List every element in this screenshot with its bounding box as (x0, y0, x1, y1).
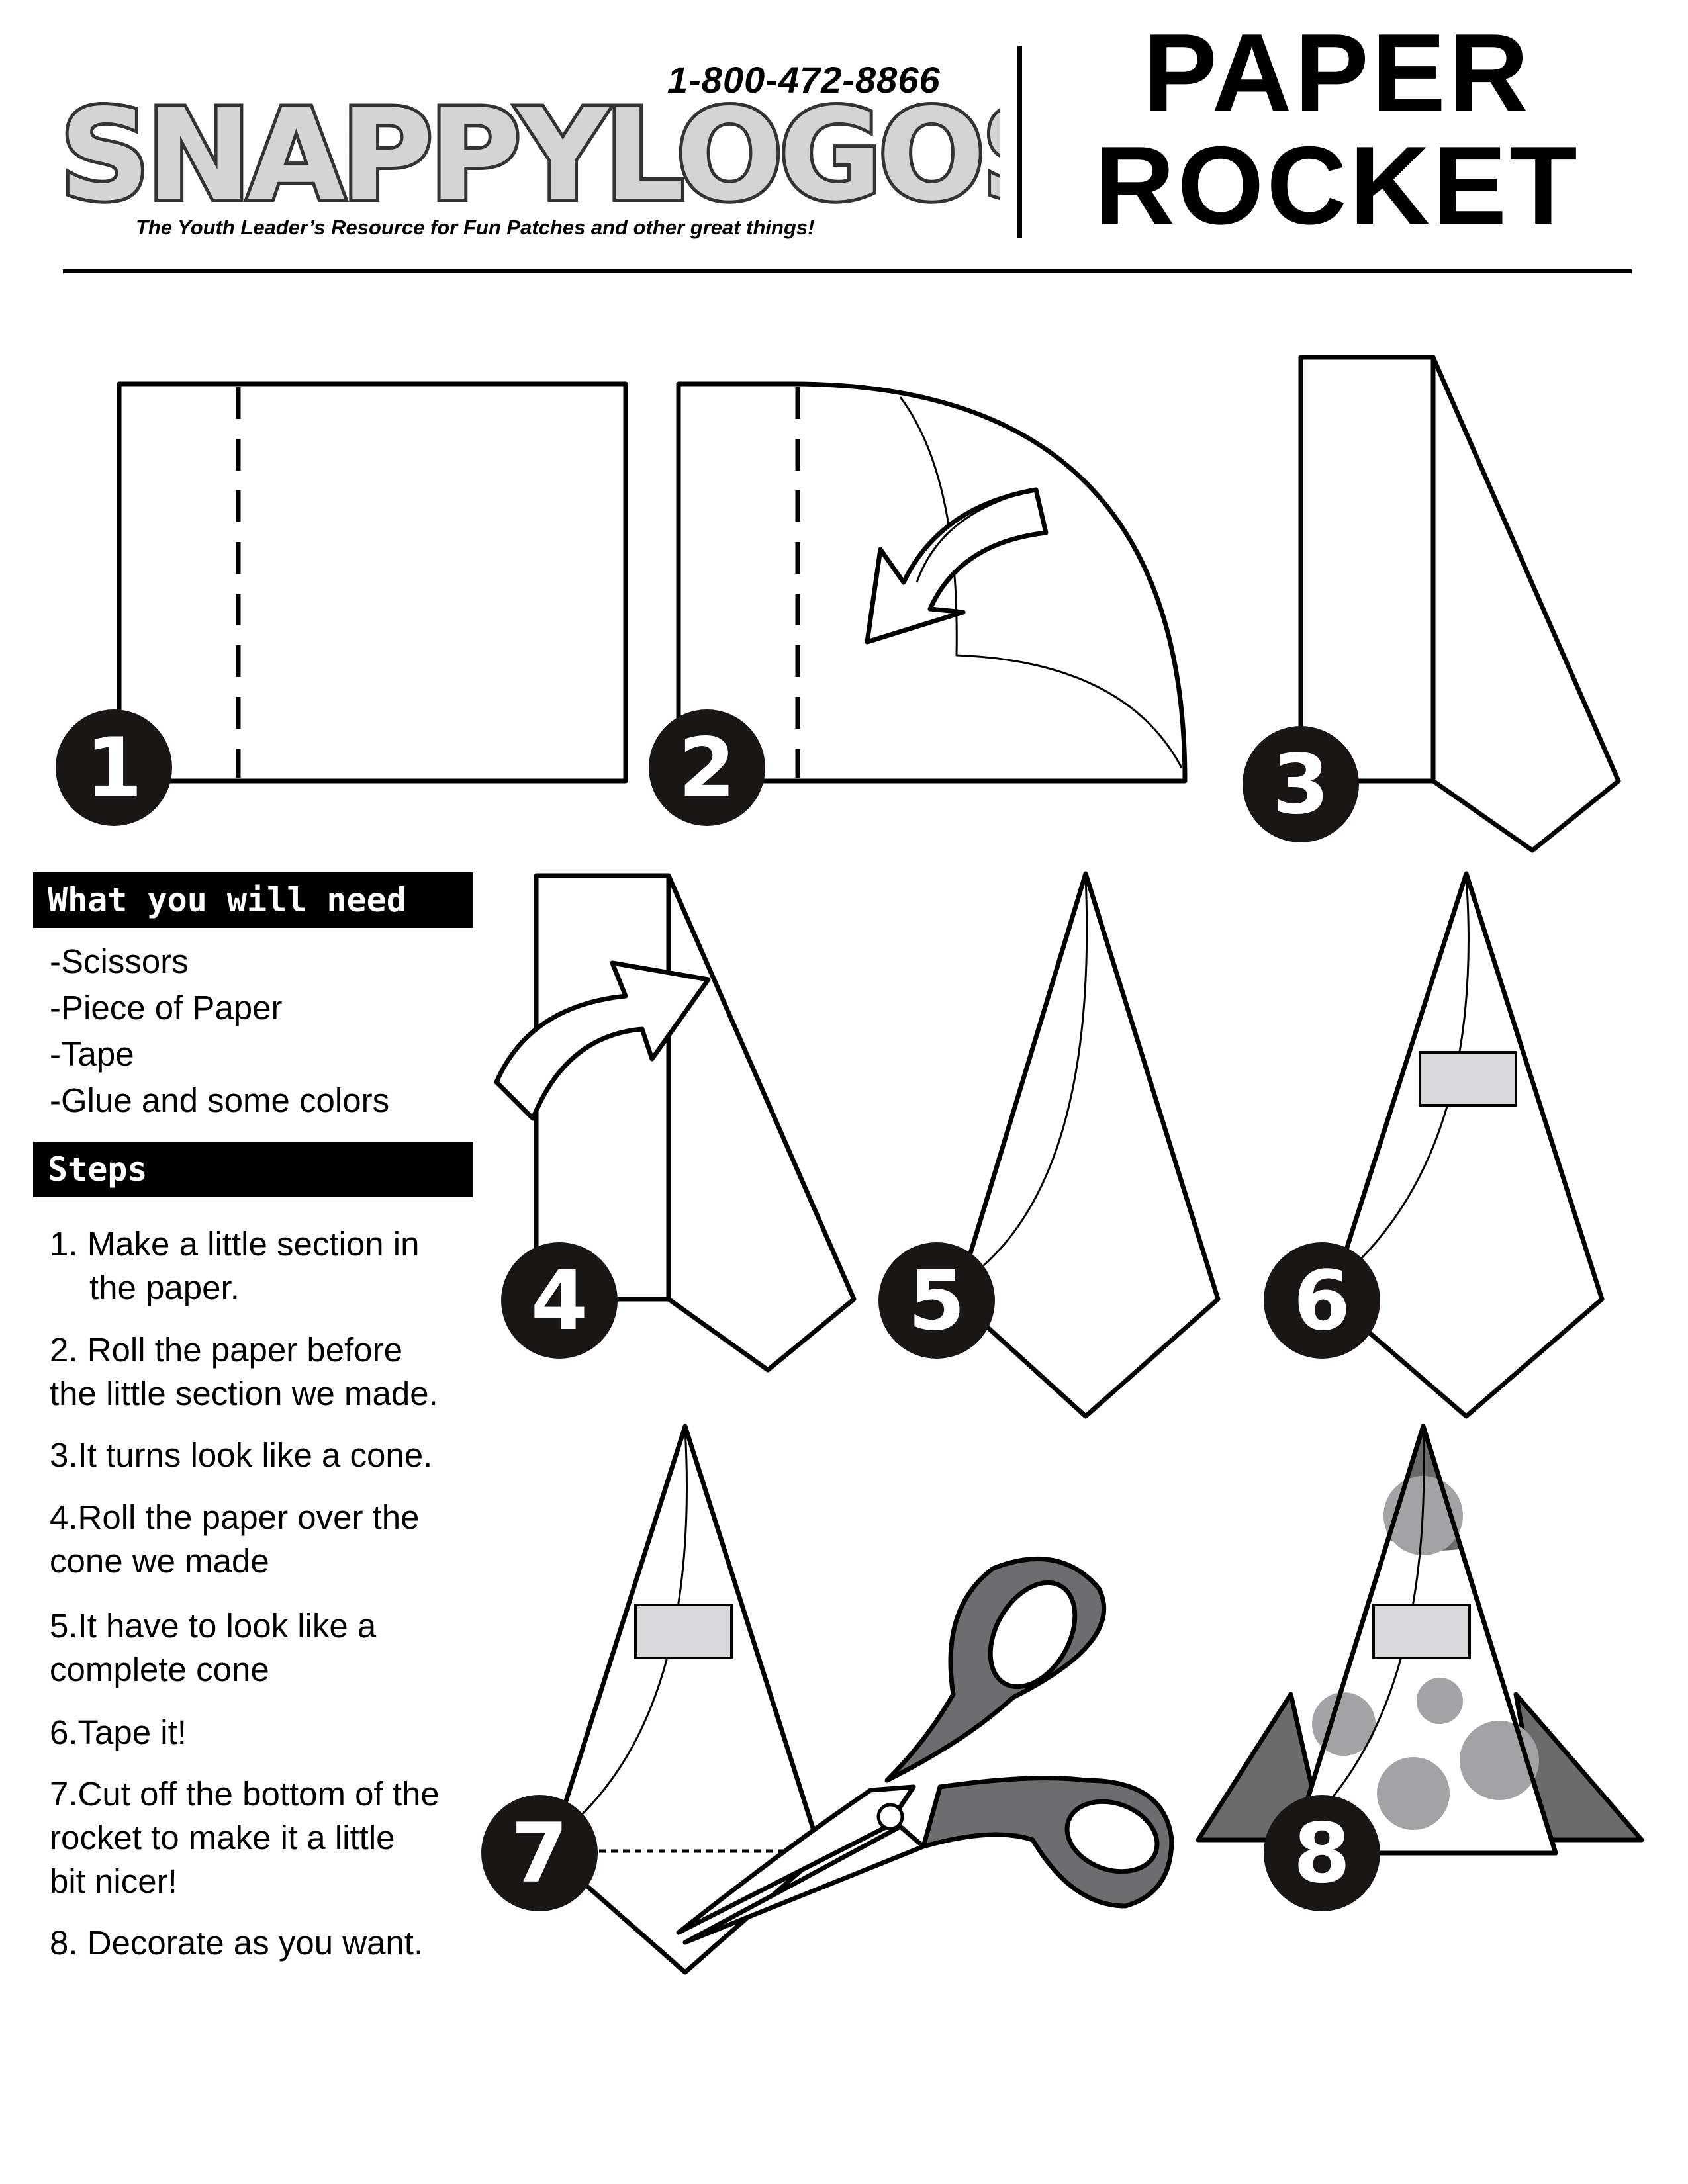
curved-arrow-icon (915, 492, 1023, 583)
step-4: 4.Roll the paper over the cone we made (50, 1498, 420, 1580)
phone-number: 1-800-472-8866 (667, 59, 941, 101)
header-divider (1017, 46, 1022, 238)
list-item: -Tape (50, 1035, 134, 1073)
diagram-8-decorated-rocket (1196, 1424, 1644, 1856)
diagram-1-flat-paper (117, 381, 628, 784)
step-number-badge: 7 (481, 1795, 598, 1911)
curved-arrow-icon (494, 960, 711, 1121)
svg-text:4: 4 (531, 1253, 588, 1349)
step-number-badge: 3 (1243, 726, 1359, 842)
svg-text:2: 2 (679, 721, 735, 816)
diagram-3-cone-start (1298, 355, 1621, 853)
step-6: 6.Tape it! (50, 1713, 187, 1751)
steps-heading: Steps (33, 1142, 473, 1197)
step-2: 2. Roll the paper before the little sect… (50, 1331, 438, 1412)
svg-text:1: 1 (85, 721, 142, 816)
scissors-icon (676, 1556, 1174, 1945)
step-3: 3.It turns look like a cone. (50, 1436, 433, 1474)
step-number-badge: 4 (501, 1242, 618, 1359)
header-rule (63, 269, 1632, 273)
step-1: 1. Make a little section in the paper. (50, 1225, 420, 1306)
tape-icon (1419, 1051, 1517, 1107)
diagram-2-roll-paper (676, 381, 1188, 784)
step-8: 8. Decorate as you want. (50, 1924, 424, 1962)
needs-list: -Scissors -Piece of Paper -Tape -Glue an… (50, 938, 389, 1124)
diagram-7-cut (547, 1424, 1174, 1975)
diagram-4-roll-over (494, 873, 857, 1373)
tagline: The Youth Leader’s Resource for Fun Patc… (136, 216, 815, 239)
step-number-badge: 8 (1264, 1795, 1380, 1911)
step-number-badge: 6 (1264, 1242, 1380, 1359)
step-number-badge: 1 (56, 709, 172, 826)
step-5: 5.It have to look like a complete cone (50, 1607, 377, 1688)
list-item: -Glue and some colors (50, 1081, 390, 1119)
diagram-6-tape (1328, 871, 1605, 1419)
step-number-badge: 2 (649, 709, 765, 826)
svg-text:5: 5 (908, 1253, 965, 1349)
svg-text:3: 3 (1272, 737, 1329, 833)
tape-icon (1372, 1604, 1471, 1659)
step-number-badge: 5 (878, 1242, 995, 1359)
snappylogos-logo: SNAPPYLOGOS (60, 79, 1000, 232)
title-rocket: ROCKET (1094, 123, 1580, 248)
svg-text:6: 6 (1293, 1253, 1350, 1349)
svg-text:SNAPPYLOGOS: SNAPPYLOGOS (60, 82, 1000, 228)
title-paper: PAPER (1143, 11, 1532, 135)
list-item: -Piece of Paper (50, 989, 283, 1026)
needs-heading: What you will need (33, 872, 473, 928)
tape-icon (634, 1604, 733, 1659)
step-7: 7.Cut off the bottom of the rocket to ma… (50, 1775, 440, 1900)
list-item: -Scissors (50, 942, 189, 980)
svg-text:8: 8 (1293, 1806, 1350, 1901)
svg-text:7: 7 (511, 1806, 568, 1901)
diagram-5-complete-cone (954, 871, 1221, 1419)
